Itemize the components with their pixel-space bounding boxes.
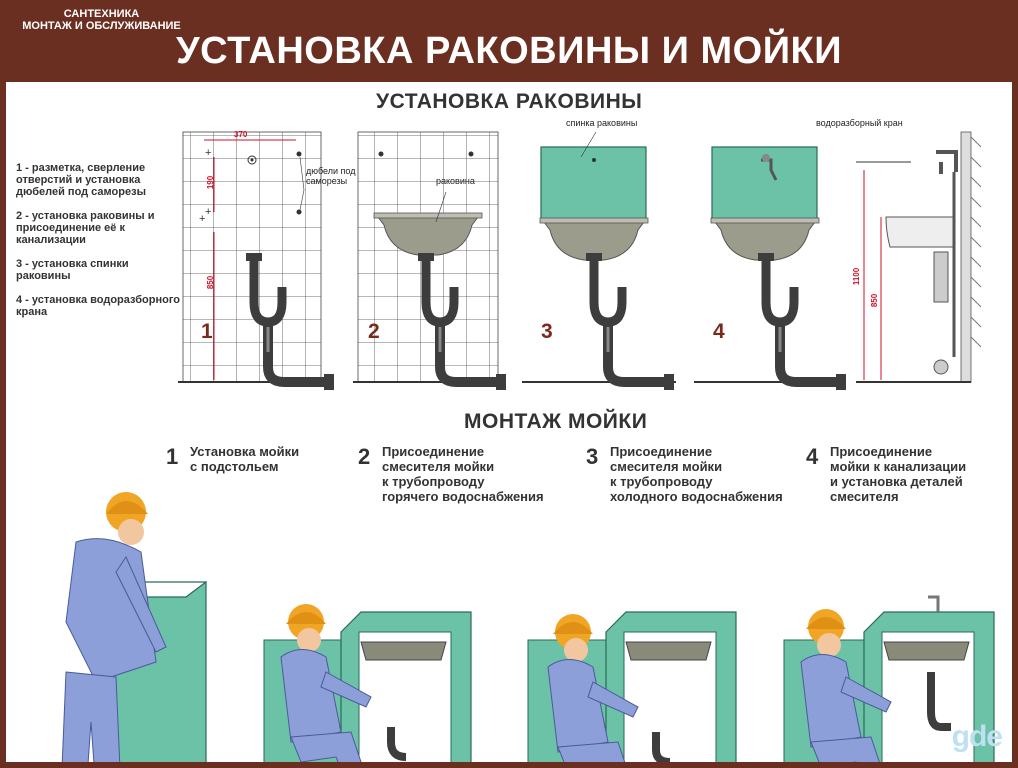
legend-item-2: 2 - установка раковины и присоединение е…	[16, 210, 155, 246]
callout-backsplash: спинка раковины	[566, 118, 638, 128]
sink-step-2: 2	[368, 320, 380, 343]
dim-190: 190	[206, 175, 216, 190]
sink-step-3: 3	[541, 320, 553, 343]
sink-step-1: 1	[201, 320, 213, 343]
kitchen-step-4-illustration	[783, 595, 995, 762]
callout-basin: раковина	[436, 176, 475, 186]
series-line-1: САНТЕХНИКА	[63, 8, 140, 20]
sink-section-title: УСТАНОВКА РАКОВИНЫ	[376, 90, 643, 113]
series-label: САНТЕХНИКА МОНТАЖ И ОБСЛУЖИВАНИЕ	[14, 8, 189, 32]
kitchen-step-1-illustration	[61, 492, 207, 762]
kitchen-install-illustrations	[61, 492, 995, 762]
dim-width: 370	[234, 130, 248, 139]
legend-item-4: 4 - установка водоразборного крана	[16, 294, 180, 318]
legend-item-1: 1 - разметка, сверление отверстий и уста…	[16, 162, 146, 198]
callout-dowels: дюбели под саморезы	[306, 166, 356, 186]
kitchen-step-2-text: Присоединение смесителя мойки к трубопро…	[382, 444, 544, 504]
kitchen-step-2-illustration	[263, 603, 472, 762]
step-3-diagram	[522, 131, 676, 390]
dim-850-side: 850	[870, 293, 880, 308]
dim-850: 850	[206, 275, 216, 290]
svg-text:+: +	[205, 147, 211, 159]
kitchen-step-3-number: 3	[586, 444, 599, 469]
kitchen-step-4-number: 4	[806, 444, 819, 469]
step-1-diagram: + + +	[178, 131, 334, 390]
callout-faucet: водоразборный кран	[816, 118, 903, 128]
step-4-diagram	[694, 146, 846, 390]
sink-legend: 1 - разметка, сверление отверстий и уста…	[16, 162, 186, 330]
svg-text:+: +	[205, 206, 211, 218]
sink-step-4: 4	[713, 320, 725, 343]
kitchen-step-4-text: Присоединение мойки к канализации и уста…	[830, 444, 967, 504]
header: САНТЕХНИКА МОНТАЖ И ОБСЛУЖИВАНИЕ УСТАНОВ…	[0, 0, 1018, 82]
kitchen-step-1-text: Установка мойки с подстольем	[190, 444, 300, 474]
side-view-diagram	[856, 131, 982, 383]
kitchen-step-2-number: 2	[358, 444, 371, 469]
dim-1100: 1100	[852, 267, 862, 286]
kitchen-step-3-text: Присоединение смесителя мойки к трубопро…	[610, 444, 783, 504]
sink-install-illustrations: + + +	[178, 131, 982, 432]
legend-item-3: 3 - установка спинки раковины	[16, 258, 129, 282]
poster-panel: УСТАНОВКА РАКОВИНЫ 1 - разметка, сверлен…	[6, 82, 1012, 762]
series-line-2: МОНТАЖ И ОБСЛУЖИВАНИЕ	[22, 20, 181, 32]
kitchen-section-title: МОНТАЖ МОЙКИ	[464, 410, 648, 433]
svg-text:+: +	[199, 213, 205, 225]
step-2-diagram	[353, 131, 506, 390]
kitchen-step-1-number: 1	[166, 444, 179, 469]
main-title: УСТАНОВКА РАКОВИНЫ И МОЙКИ	[175, 30, 843, 72]
watermark-logo: gde	[951, 720, 1003, 753]
kitchen-step-3-illustration	[527, 611, 737, 762]
